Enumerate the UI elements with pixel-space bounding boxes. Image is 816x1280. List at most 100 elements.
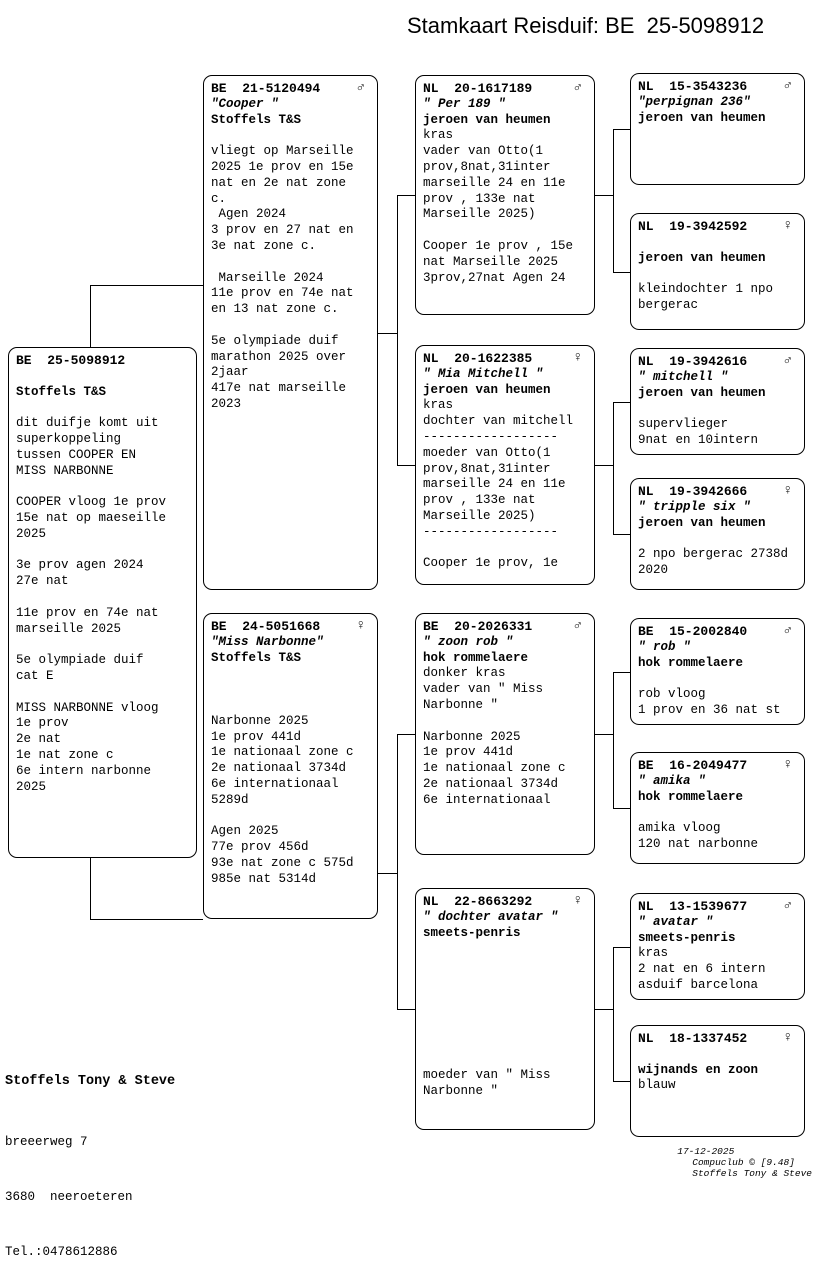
male-symbol-icon: ♂ — [573, 80, 582, 96]
pedigree-text-line: amika vloog — [638, 821, 721, 836]
ring-header-row: BE 21-5120494♂ — [211, 81, 377, 97]
pedigree-text-line: 1e nationaal zone c — [423, 761, 566, 776]
pedigree-text-line: "Miss Narbonne" — [211, 634, 324, 649]
pedigree-text-line: 9nat en 10intern — [638, 432, 759, 447]
pedigree-text-line: 2023 — [211, 396, 242, 411]
pedigree-connector-line — [613, 129, 614, 272]
pedigree-text-line: 2025 — [16, 526, 47, 541]
pigeon-box-tripplesix: NL 19-3942666♀" tripple six "jeroen van … — [630, 478, 805, 590]
owner-address-city: 3680 neeroeteren — [5, 1190, 133, 1204]
ring-number: NL 20-1622385 — [423, 351, 533, 366]
pedigree-text-line: vader van Otto(1 — [423, 144, 544, 159]
pedigree-text-line: ------------------ — [423, 429, 559, 444]
ring-number: NL 22-8663292 — [423, 894, 533, 909]
ring-number: BE 25-5098912 — [16, 353, 126, 368]
ring-header-row: BE 15-2002840 ♂ — [638, 624, 804, 640]
pigeon-box-miamitchell: NL 20-1622385♀" Mia Mitchell "jeroen van… — [415, 345, 595, 585]
female-symbol-icon: ♀ — [783, 757, 792, 773]
pedigree-text-line: 6e internationaal — [211, 776, 339, 791]
ring-header-row: BE 16-2049477♀ — [638, 758, 804, 774]
pigeon-box-mitchell: NL 19-3942616♂" mitchell "jeroen van heu… — [630, 348, 805, 455]
ring-number: BE 21-5120494 — [211, 81, 321, 96]
ring-header-row: NL 15-3543236♂ — [638, 79, 804, 95]
pedigree-text-line: Marseille 2025) — [423, 508, 536, 523]
page-title: Stamkaart Reisduif: BE 25-5098912 — [407, 13, 765, 38]
pedigree-text-line — [211, 255, 377, 271]
pedigree-text-line: Marseille 2024 — [211, 270, 324, 285]
pedigree-text-line: superkoppeling — [16, 431, 122, 446]
owner-address-street: breeerweg 7 — [5, 1135, 88, 1149]
ring-header-row: NL 22-8663292♀ — [423, 894, 594, 910]
pedigree-text-line: " amika " — [638, 773, 706, 788]
female-symbol-icon: ♀ — [783, 483, 792, 499]
pedigree-connector-line — [595, 465, 613, 466]
female-symbol-icon: ♀ — [783, 218, 792, 234]
pedigree-text-line — [16, 479, 196, 495]
pedigree-text-line: MISS NARBONNE — [16, 463, 114, 478]
female-symbol-icon: ♀ — [783, 1030, 792, 1046]
pedigree-text-line — [16, 400, 196, 416]
pedigree-text-line: marseille 2025 — [16, 621, 122, 636]
pedigree-card-page: { "title": "Stamkaart Reisduif: BE 25-50… — [5, 13, 812, 1259]
pedigree-text-line: 1e prov 441d — [211, 729, 302, 744]
pedigree-text-line — [211, 809, 377, 825]
pedigree-text-line: 120 nat narbonne — [638, 836, 759, 851]
footer: 17-12-2025 Compuclub © [9.48] Stoffels T… — [666, 1135, 812, 1179]
pedigree-text-line: smeets-penris — [423, 925, 521, 940]
pedigree-text-line: " tripple six " — [638, 499, 751, 514]
pedigree-text-line: 1e nationaal zone c — [211, 745, 354, 760]
female-symbol-icon: ♀ — [573, 350, 582, 366]
pedigree-text-line: "perpignan 236" — [638, 94, 751, 109]
pedigree-text-line: prov , 133e nat — [423, 191, 536, 206]
pedigree-connector-line — [397, 1009, 415, 1010]
ring-number: BE 15-2002840 — [638, 624, 748, 639]
ring-header-row: BE 25-5098912 — [16, 353, 196, 369]
pedigree-text-line — [211, 128, 377, 144]
pedigree-text-line: 27e nat — [16, 574, 69, 589]
ring-header-row: NL 19-3942616♂ — [638, 354, 804, 370]
pedigree-text-line: prov,8nat,31inter — [423, 461, 551, 476]
pigeon-box-missnarbonne: BE 24-5051668♀"Miss Narbonne"Stoffels T&… — [203, 613, 378, 919]
pedigree-text-line — [211, 698, 377, 714]
pedigree-text-line: nat Marseille 2025 — [423, 254, 559, 269]
pedigree-text-line: Stoffels T&S — [211, 112, 302, 127]
pedigree-text-line: 5e olympiade duif — [16, 653, 144, 668]
pedigree-connector-line — [90, 285, 91, 347]
owner-name: Stoffels Tony & Steve — [5, 1074, 176, 1089]
pedigree-text-line — [638, 401, 804, 417]
pedigree-text-line — [423, 223, 594, 239]
pedigree-text-line: 2jaar — [211, 365, 249, 380]
footer-owner: Stoffels Tony & Steve — [692, 1168, 812, 1179]
pedigree-text-line: rob vloog — [638, 687, 706, 702]
pedigree-text-line: supervlieger — [638, 417, 729, 432]
pedigree-text-line: 11e prov en 74e nat — [16, 605, 159, 620]
pedigree-text-line: Cooper 1e prov , 15e — [423, 238, 574, 253]
pedigree-text-line: Narbonne " — [423, 1083, 499, 1098]
pedigree-text-line: smeets-penris — [638, 930, 736, 945]
male-symbol-icon: ♂ — [783, 623, 792, 639]
pedigree-text-line — [423, 1036, 594, 1052]
pedigree-text-line — [423, 941, 594, 957]
ring-header-row: NL 20-1617189♂ — [423, 81, 594, 97]
pedigree-text-line: marathon 2025 over — [211, 349, 347, 364]
ring-header-row: NL 13-1539677♂ — [638, 899, 804, 915]
pedigree-connector-line — [90, 285, 203, 286]
pedigree-connector-line — [613, 672, 630, 673]
ring-header-row: BE 20-2026331♂ — [423, 619, 594, 635]
pedigree-text-line: 2e nat — [16, 732, 62, 747]
pedigree-text-line — [16, 543, 196, 559]
pedigree-text-line: ------------------ — [423, 524, 559, 539]
pedigree-text-line: 93e nat zone c 575d — [211, 855, 354, 870]
ring-number: NL 18-1337452 — [638, 1031, 748, 1046]
pedigree-text-line: " dochter avatar " — [423, 909, 559, 924]
pedigree-text-line: Cooper 1e prov, 1e — [423, 556, 559, 571]
pedigree-text-line: 6e intern narbonne — [16, 763, 152, 778]
male-symbol-icon: ♂ — [573, 618, 582, 634]
male-symbol-icon: ♂ — [783, 353, 792, 369]
pedigree-text-line: Agen 2025 — [211, 824, 279, 839]
pedigree-text-line: 985e nat 5314d — [211, 871, 317, 886]
